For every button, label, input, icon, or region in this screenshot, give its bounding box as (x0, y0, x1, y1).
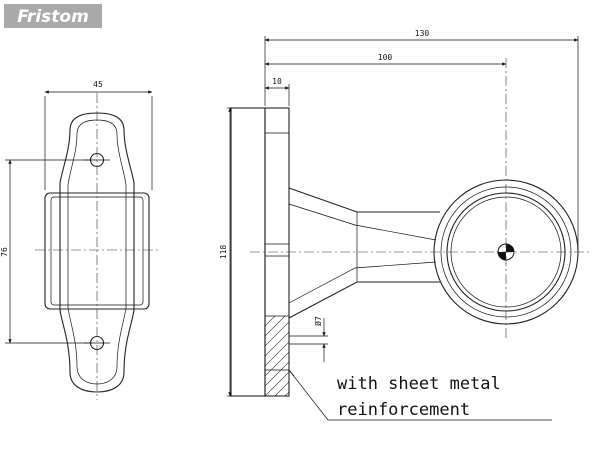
brand-logo-text: Fristom (17, 7, 89, 27)
note-line-2: reinforcement (337, 400, 470, 420)
dimension-hole-diameter: Ø7 (289, 316, 328, 362)
side-view (230, 58, 590, 397)
note-line-1: with sheet metal (337, 374, 501, 394)
dimension-label: Ø7 (313, 316, 323, 326)
dimension-label: 76 (0, 247, 9, 257)
dimension-label: 45 (93, 80, 103, 89)
dimension-width-front: 45 (44, 80, 153, 190)
dimension-label: 130 (415, 29, 430, 38)
brand-logo: Fristom (4, 4, 102, 28)
dimension-label: 118 (219, 245, 228, 260)
dimension-height-side: 118 (219, 107, 232, 397)
dimension-label: 100 (378, 53, 393, 62)
dimension-base-thickness: 10 (264, 77, 290, 106)
dimension-center-length: 100 (264, 53, 507, 66)
hatched-section (265, 316, 289, 396)
dimension-overall-length: 130 (264, 29, 579, 250)
dimension-label: 10 (272, 77, 282, 86)
dimension-height-front: 76 (0, 159, 92, 344)
note-leader (288, 369, 552, 421)
front-view (35, 93, 160, 400)
